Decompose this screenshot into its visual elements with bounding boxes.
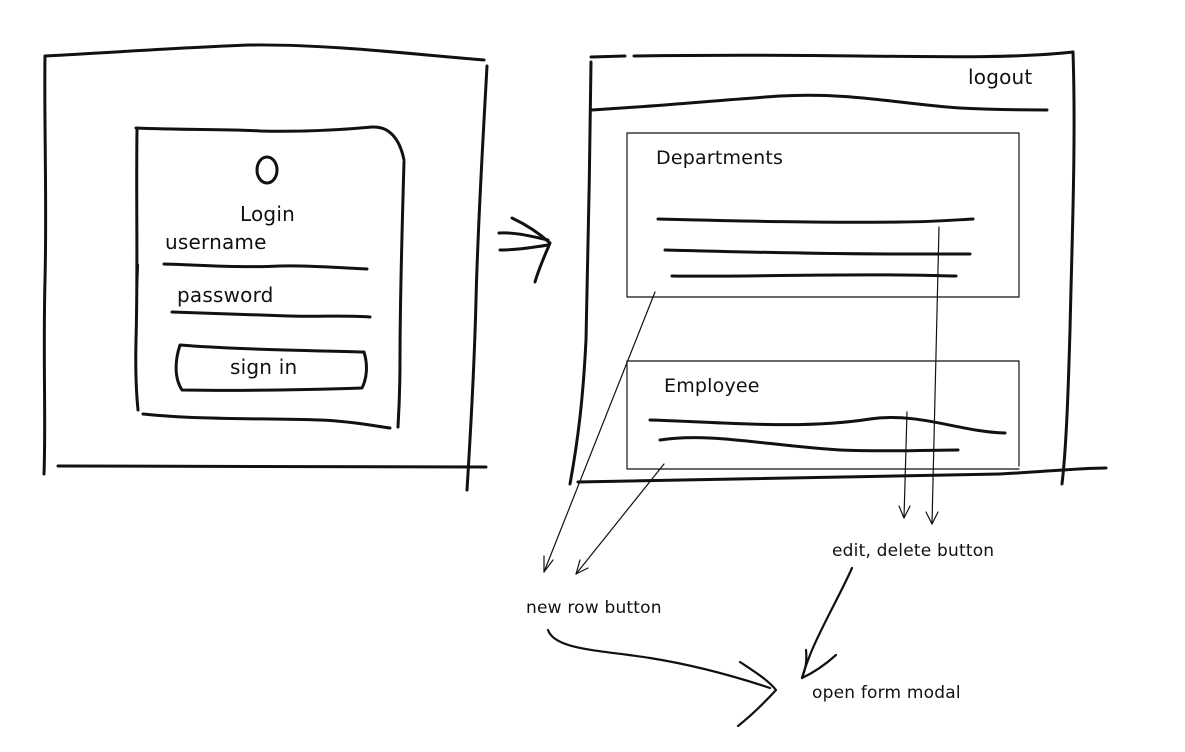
department-row bbox=[656, 217, 975, 224]
edit-to-modal-arrow bbox=[800, 566, 854, 680]
edit-delete-annotation: edit, delete button bbox=[832, 541, 995, 561]
username-label: username bbox=[165, 230, 267, 254]
employee-row bbox=[658, 436, 960, 453]
password-label: password bbox=[177, 283, 274, 307]
new-row-to-modal-arrow bbox=[546, 628, 778, 728]
sign-in-button-label[interactable]: sign in bbox=[230, 355, 298, 379]
department-row bbox=[663, 248, 972, 256]
header-divider bbox=[590, 93, 1049, 112]
employee-row bbox=[648, 416, 1007, 435]
dashboard-screen-frame bbox=[568, 50, 1108, 486]
circle-logo-icon bbox=[255, 155, 279, 185]
edit-delete-arrow bbox=[898, 411, 911, 519]
employee-panel bbox=[626, 360, 1020, 470]
username-input-line[interactable] bbox=[162, 262, 369, 271]
login-screen-frame bbox=[42, 43, 489, 492]
double-arrow-right-icon bbox=[497, 216, 552, 284]
login-title: Login bbox=[240, 202, 295, 226]
new-row-arrow bbox=[543, 291, 656, 573]
employee-title: Employee bbox=[664, 375, 760, 397]
new-row-arrow bbox=[575, 463, 665, 575]
new-row-annotation: new row button bbox=[526, 598, 662, 618]
login-card bbox=[134, 125, 406, 430]
departments-title: Departments bbox=[656, 147, 784, 169]
open-modal-annotation: open form modal bbox=[812, 683, 961, 703]
department-row bbox=[670, 273, 958, 278]
password-input-line[interactable] bbox=[170, 310, 372, 319]
logout-button[interactable]: logout bbox=[968, 65, 1033, 89]
sign-in-button[interactable] bbox=[174, 343, 368, 392]
edit-delete-arrow bbox=[925, 226, 940, 525]
departments-panel bbox=[626, 132, 1020, 298]
